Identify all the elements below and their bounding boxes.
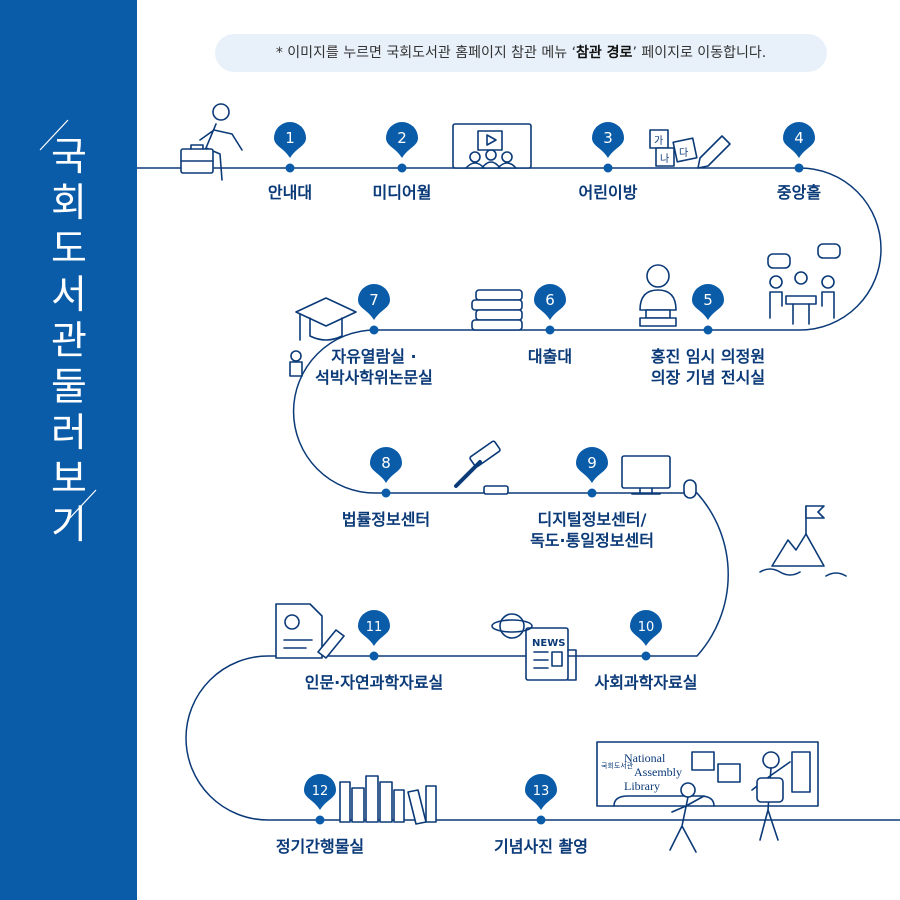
- stop-pin-5[interactable]: 5: [692, 284, 724, 335]
- pin-marker: [630, 610, 662, 646]
- graduation-cap-icon: [289, 297, 357, 377]
- pin-dot: [703, 325, 713, 335]
- pin-number: 8: [381, 454, 391, 472]
- pin-number: 1: [285, 129, 295, 147]
- pin-dot: [369, 325, 379, 335]
- stop-pin-9[interactable]: 9: [576, 447, 608, 498]
- pin-marker: [534, 284, 566, 320]
- pin-number: 5: [703, 291, 713, 309]
- pin-marker: [370, 447, 402, 483]
- photo-wall-text-3: Library: [624, 779, 660, 793]
- certificate-pen-icon: [275, 603, 345, 659]
- pin-dot: [369, 651, 379, 661]
- pin-marker: [525, 774, 557, 810]
- stop-label-4[interactable]: 중앙홀: [776, 183, 822, 202]
- pin-dot: [641, 651, 651, 661]
- mountain-flag-icon: [759, 505, 847, 577]
- newspaper-icon: [491, 613, 577, 681]
- stop-pin-11[interactable]: 11: [358, 610, 390, 661]
- stop-label-12[interactable]: 정기간행물실: [275, 837, 365, 856]
- pin-dot: [285, 163, 295, 173]
- pin-marker: [692, 284, 724, 320]
- stop-pin-7[interactable]: 7: [358, 284, 390, 335]
- stop-label-11[interactable]: 인문·자연과학자료실: [304, 673, 444, 692]
- stop-label-7[interactable]: 자유열람실 ·석박사학위논문실: [315, 347, 433, 387]
- stop-pin-2[interactable]: 2: [386, 122, 418, 173]
- pin-number: 9: [587, 454, 597, 472]
- pin-number: 13: [533, 784, 550, 799]
- stop-pin-13[interactable]: 13: [525, 774, 557, 825]
- media-wall-icon: [452, 123, 532, 169]
- pin-marker: [304, 774, 336, 810]
- block-letter-3: 다: [679, 147, 688, 159]
- pin-number: 2: [397, 129, 407, 147]
- stop-label-13[interactable]: 기념사진 촬영: [494, 837, 588, 856]
- block-letter-2: 나: [660, 153, 669, 165]
- computer-icon: [621, 455, 697, 499]
- pin-marker: [386, 122, 418, 158]
- book-stack-icon: [471, 289, 523, 331]
- notice-banner[interactable]: * 이미지를 누르면 국회도서관 홈페이지 참관 메뉴 ‘참관 경로’ 페이지로…: [215, 34, 827, 72]
- photo-wall-text-2: Assembly: [634, 765, 682, 779]
- pin-dot: [603, 163, 613, 173]
- stop-label-6[interactable]: 대출대: [527, 347, 573, 366]
- stop-label-10[interactable]: 사회과학자료실: [594, 673, 698, 692]
- stop-label-2[interactable]: 미디어월: [372, 183, 432, 202]
- walking-person-icon: [180, 103, 243, 181]
- stop-pin-8[interactable]: 8: [370, 447, 402, 498]
- stop-label-9[interactable]: 디지털정보센터/독도·통일정보센터: [530, 510, 654, 550]
- stop-pin-12[interactable]: 12: [304, 774, 336, 825]
- pin-marker: [783, 122, 815, 158]
- pin-marker: [576, 447, 608, 483]
- pin-number: 6: [545, 291, 555, 309]
- stop-label-8[interactable]: 법률정보센터: [341, 510, 431, 529]
- block-letter-1: 가: [654, 135, 663, 147]
- pin-dot: [794, 163, 804, 173]
- notice-highlight: 참관 경로: [576, 45, 633, 61]
- stop-label-1[interactable]: 안내대: [267, 183, 313, 202]
- pin-number: 11: [366, 620, 383, 635]
- pin-dot: [587, 488, 597, 498]
- pin-number: 4: [794, 129, 804, 147]
- pin-dot: [315, 815, 325, 825]
- pin-marker: [358, 610, 390, 646]
- pin-number: 10: [638, 620, 655, 635]
- pin-dot: [545, 325, 555, 335]
- pin-dot: [536, 815, 546, 825]
- pin-number: 12: [312, 784, 329, 799]
- notice-suffix: ’ 페이지로 이동합니다.: [632, 45, 767, 61]
- sidebar: 국회도서관 둘러보기: [0, 0, 137, 900]
- photo-wall-text-1: National: [624, 751, 666, 765]
- pin-number: 7: [369, 291, 379, 309]
- news-text: NEWS: [532, 638, 565, 649]
- stop-pin-10[interactable]: 10: [630, 610, 662, 661]
- stop-pin-6[interactable]: 6: [534, 284, 566, 335]
- photo-wall-badge: 국회도서관: [601, 761, 634, 770]
- letter-blocks-icon: [649, 129, 731, 169]
- pin-marker: [274, 122, 306, 158]
- pin-dot: [381, 488, 391, 498]
- sidebar-decoration: [39, 119, 97, 521]
- page-title: 국회도서관 둘러보기: [51, 135, 87, 548]
- pin-marker: [592, 122, 624, 158]
- bookshelf-icon: [339, 775, 437, 825]
- notice-prefix: * 이미지를 누르면 국회도서관 홈페이지 참관 메뉴 ‘: [275, 45, 577, 61]
- gavel-icon: [454, 440, 509, 495]
- photo-wall-icon: National Assembly Library 국회도서관: [596, 741, 819, 853]
- meeting-icon: [767, 243, 841, 325]
- stop-pin-4[interactable]: 4: [783, 122, 815, 173]
- pin-dot: [397, 163, 407, 173]
- stop-pin-1[interactable]: 1: [274, 122, 306, 173]
- pin-number: 3: [603, 129, 613, 147]
- pin-marker: [358, 284, 390, 320]
- bust-statue-icon: [639, 264, 677, 327]
- stop-pin-3[interactable]: 3: [592, 122, 624, 173]
- stop-label-3[interactable]: 어린이방: [578, 183, 638, 202]
- route-line: [137, 167, 900, 821]
